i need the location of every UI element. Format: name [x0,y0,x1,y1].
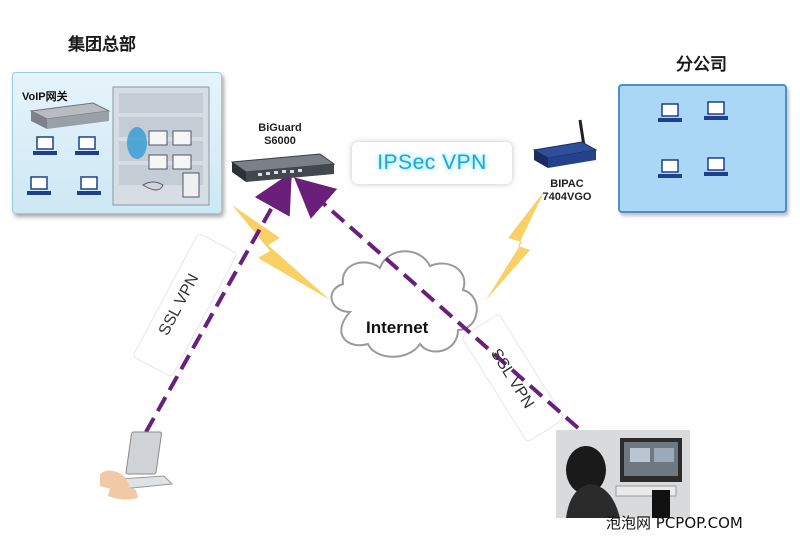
laptop-icon [100,431,174,500]
pc-icon [33,136,57,155]
hq-device-label: BiGuard S6000 [248,122,312,148]
hq-network-panel [12,72,222,214]
server-rack-icon [112,86,210,206]
pc-icon [77,176,101,195]
lightning-icon [486,190,545,300]
user-photo-icon [556,430,690,518]
router-icon [230,153,336,182]
internet-label: Internet [366,318,429,337]
ipsec-vpn-label: IPSec VPN [377,151,487,174]
pc-icon [704,101,728,120]
watermark: 泡泡网 PCPOP.COM [606,514,743,532]
voip-gateway-icon [29,102,111,129]
pc-icon [704,157,728,176]
hq-device-name: BiGuard [258,122,302,134]
branch-device-name: BIPAC [550,178,584,190]
branch-device-label: BIPAC 7404VGO [522,178,612,204]
pc-icon [75,136,99,155]
lightning-icon [232,205,330,300]
hq-network-illustration [27,86,210,206]
branch-network-illustration [658,101,728,178]
branch-device-model: 7404VGO [542,191,592,203]
pc-icon [658,103,682,122]
ipsec-vpn-box: IPSec VPN [352,142,512,184]
cloud-icon [330,250,478,358]
voip-gateway-label: VoIP网关 [22,91,68,103]
pc-icon [658,159,682,178]
branch-title: 分公司 [676,55,727,75]
ssl-left-backdrop [133,233,237,377]
pc-icon [27,176,51,195]
hq-device-model: S6000 [264,135,296,147]
ssl-link-right [294,177,580,430]
branch-network-panel [618,84,787,213]
hq-title: 集团总部 [68,35,136,55]
wireless-router-icon [532,119,598,168]
